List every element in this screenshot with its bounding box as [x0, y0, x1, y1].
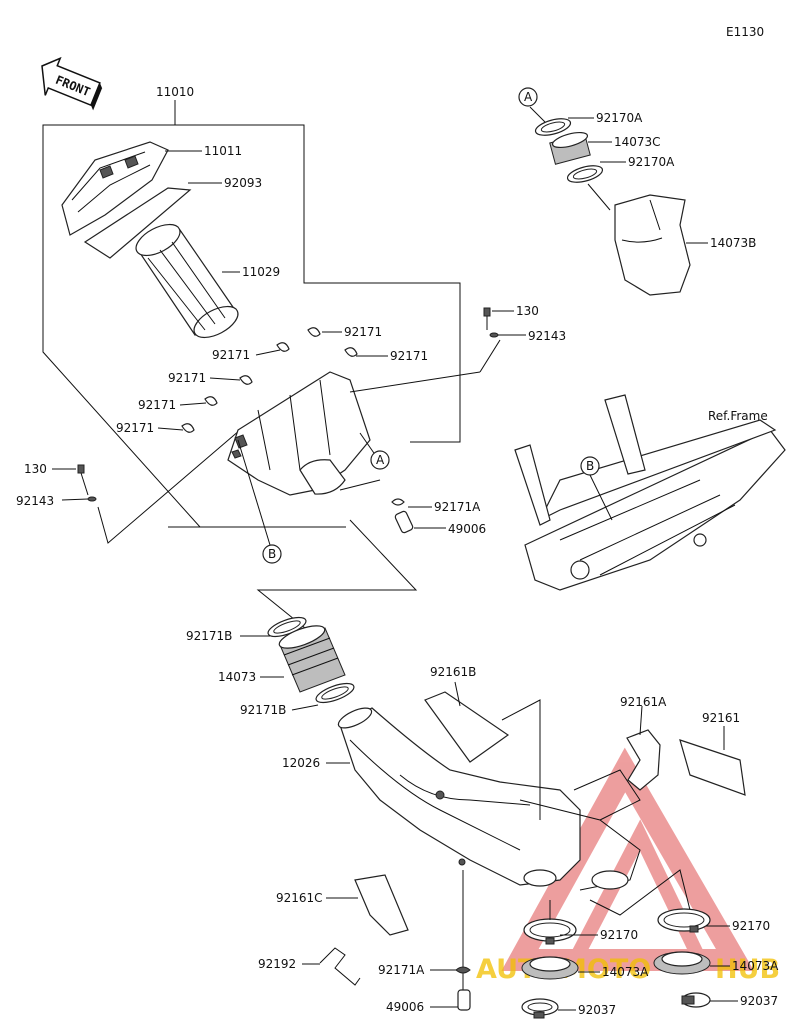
label-92170A-2: 92170A — [628, 155, 675, 169]
marker-a-housing — [370, 450, 390, 470]
air-cleaner-cover-11011 — [61, 141, 169, 236]
label-92037-1: 92037 — [578, 1003, 616, 1017]
marker-a-housing-label: A — [376, 453, 385, 467]
frame-assembly — [514, 394, 786, 591]
sleeve-14073A-2 — [653, 951, 711, 975]
marker-b-frame-label: B — [586, 459, 594, 473]
label-14073C: 14073C — [614, 135, 661, 149]
marker-a-top — [518, 87, 538, 107]
pad-92161A — [626, 729, 661, 791]
label-92171A-bottom: 92171A — [378, 963, 425, 977]
watermark-text-hub: HUB — [715, 954, 780, 985]
pad-92161 — [679, 739, 746, 796]
label-92171B-1: 92171B — [186, 629, 232, 643]
group-outline-11010 — [42, 100, 461, 544]
guide-line-92161A — [573, 769, 641, 821]
label-92143-left: 92143 — [16, 494, 54, 508]
label-92170-1: 92170 — [600, 928, 638, 942]
label-92093: 92093 — [224, 176, 262, 190]
marker-b-frame — [580, 456, 600, 476]
label-92161A: 92161A — [620, 695, 667, 709]
intake-duct-12026 — [337, 707, 641, 891]
label-130-left: 130 — [24, 462, 47, 476]
pad-92161C — [354, 874, 409, 936]
label-11011: 11011 — [204, 144, 242, 158]
air-filter-11029 — [135, 223, 239, 339]
label-14073A-2: 14073A — [732, 959, 779, 973]
label-12026: 12026 — [282, 756, 320, 770]
sleeve-14073C — [549, 131, 591, 165]
clamp-92170A-1 — [534, 118, 572, 136]
label-11010: 11010 — [156, 85, 194, 99]
pad-92161B — [424, 691, 510, 763]
guide-line-duct — [256, 519, 418, 633]
marker-b-housing-label: B — [268, 547, 276, 561]
label-92170-2: 92170 — [732, 919, 770, 933]
clamp-92037-1 — [521, 998, 559, 1019]
label-92037-2: 92037 — [740, 994, 778, 1008]
guide-line-92170 — [589, 869, 691, 916]
label-92171-a: 92171 — [344, 325, 382, 339]
label-14073A-1: 14073A — [602, 965, 649, 979]
label-130-right: 130 — [516, 304, 539, 318]
label-92171-d: 92171 — [168, 371, 206, 385]
clamp-92171B-1 — [267, 616, 307, 638]
hose-92192 — [319, 947, 361, 986]
clamp-92170A-2 — [566, 165, 604, 183]
bolt-130-right — [483, 307, 499, 338]
label-92171-e: 92171 — [138, 398, 176, 412]
bolt-130-left — [77, 464, 97, 502]
label-49006-top: 49006 — [448, 522, 486, 536]
label-92143-right: 92143 — [528, 329, 566, 343]
ref-frame-label: Ref.Frame — [708, 409, 768, 423]
clamp-92171A-bottom — [455, 966, 471, 974]
label-11029: 11029 — [242, 265, 280, 279]
diagram-code: E1130 — [726, 25, 764, 39]
label-92171-b: 92171 — [212, 348, 250, 362]
sleeve-14073A-1 — [521, 956, 579, 980]
duct-14073B — [614, 194, 691, 296]
cap-49006-bottom — [457, 989, 471, 1011]
label-92171-f: 92171 — [116, 421, 154, 435]
clamp-92170-2 — [657, 908, 711, 933]
air-cleaner-housing — [227, 371, 371, 496]
sleeve-14073 — [278, 625, 346, 693]
marker-b-housing — [262, 544, 282, 564]
front-arrow-icon: FRONT — [41, 56, 103, 111]
label-92171A-top: 92171A — [434, 500, 481, 514]
gasket-92093 — [83, 187, 192, 259]
label-92171-c: 92171 — [390, 349, 428, 363]
label-14073: 14073 — [218, 670, 256, 684]
clamp-92037-2 — [681, 992, 711, 1008]
label-92170A-1: 92170A — [596, 111, 643, 125]
label-14073B: 14073B — [710, 236, 756, 250]
guide-line-92161B — [501, 699, 541, 820]
label-92171B-2: 92171B — [240, 703, 286, 717]
label-49006-bottom: 49006 — [386, 1000, 424, 1014]
label-92192: 92192 — [258, 957, 296, 971]
marker-a-top-label: A — [524, 90, 533, 104]
label-92161B: 92161B — [430, 665, 476, 679]
clamp-92171B-2 — [315, 682, 355, 704]
clamp-92171A-top — [391, 498, 414, 534]
clip-92171-group — [181, 327, 358, 433]
label-92161C: 92161C — [276, 891, 323, 905]
label-92161: 92161 — [702, 711, 740, 725]
